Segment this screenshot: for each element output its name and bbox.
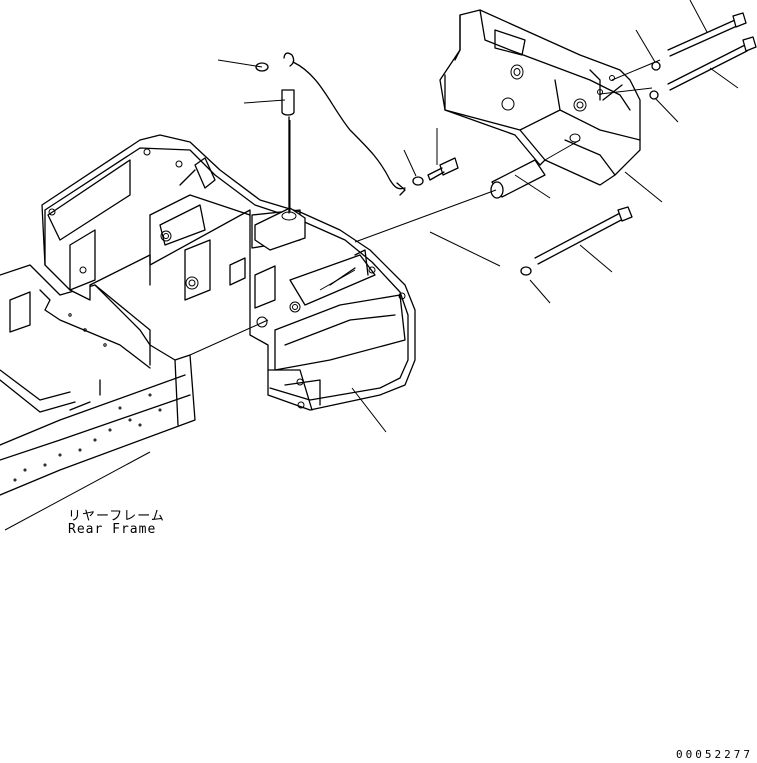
leader-long-bolt bbox=[579, 244, 613, 273]
assembly-lines bbox=[189, 59, 661, 356]
leader-bolt-top-2 bbox=[709, 67, 739, 89]
document-number: 00052277 bbox=[676, 748, 753, 761]
leader-rear-plate bbox=[624, 171, 663, 203]
leader-cap bbox=[217, 59, 263, 68]
leader-sleeve bbox=[514, 174, 551, 199]
leader-small-washer bbox=[429, 231, 501, 267]
sleeve bbox=[490, 159, 546, 199]
rear-frame-label-jp: リヤーフレーム bbox=[68, 509, 165, 524]
leader-washer-2 bbox=[529, 279, 551, 304]
leader-lines bbox=[4, 0, 739, 531]
leader-counterweight bbox=[351, 387, 387, 433]
leader-washer-top bbox=[635, 29, 656, 63]
rear-frame-label-en: Rear Frame bbox=[68, 522, 157, 537]
rear-plate bbox=[439, 9, 641, 186]
leader-rear-frame bbox=[4, 451, 151, 531]
long-bolt-middle bbox=[520, 206, 633, 276]
long-bolts-top bbox=[649, 12, 757, 100]
pin-assembly bbox=[255, 52, 406, 214]
leader-washer bbox=[403, 149, 417, 177]
leader-pin bbox=[243, 99, 286, 104]
bolt-small bbox=[412, 157, 459, 186]
leader-bolt-top bbox=[689, 0, 708, 33]
rear-frame bbox=[0, 264, 196, 496]
counterweight bbox=[41, 134, 416, 411]
leader-washer-top-2 bbox=[654, 97, 679, 123]
